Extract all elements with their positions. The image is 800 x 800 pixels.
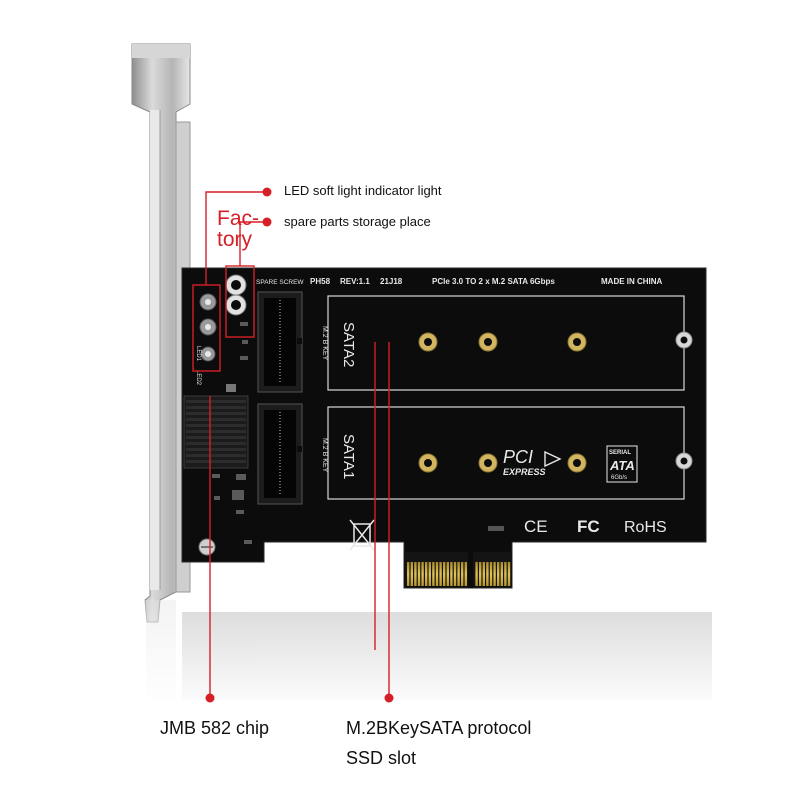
jmb582-heatsink: [183, 395, 249, 469]
reflection-fade: [130, 600, 730, 710]
serial-logo-text: SERIAL: [609, 450, 631, 456]
gold-contact-pin: [450, 562, 453, 586]
gold-contact-pin: [421, 562, 424, 586]
gold-contact-pin: [414, 562, 417, 586]
gold-contact-pin: [461, 562, 464, 586]
sata-speed-text: 6Gb/s: [611, 475, 627, 481]
m2-connector-sata1: [257, 403, 303, 505]
heatsink-fin: [186, 400, 246, 403]
spec-silk: PCIe 3.0 TO 2 x M.2 SATA 6Gbps: [432, 277, 555, 286]
factory-label-line1: Fac-: [217, 207, 259, 230]
slot-callout-label-line2: SSD slot: [346, 748, 417, 768]
spare-screw-silk: SPARE SCREW: [256, 279, 304, 286]
gold-contact-pin: [425, 562, 428, 586]
gold-contact-pin: [464, 562, 467, 586]
heatsink-fin: [186, 406, 246, 409]
heatsink-fin: [186, 442, 246, 445]
smd-components: [212, 322, 504, 544]
led-callout-dot: [262, 187, 272, 197]
heatsink-fin: [186, 430, 246, 433]
factory-label-line2: tory: [217, 228, 253, 251]
chip-callout-dot: [205, 693, 215, 703]
spare-callout-label: spare parts storage place: [284, 214, 431, 229]
gold-contact-pin: [417, 562, 421, 586]
heatsink-fin: [186, 436, 246, 439]
heatsink-fin: [186, 460, 246, 463]
ce-mark: CE: [524, 517, 548, 536]
heatsink-fin: [186, 412, 246, 415]
slot2-name-silk: SATA2: [340, 322, 357, 367]
made-in-silk: MADE IN CHINA: [601, 277, 663, 286]
gold-contact-pin: [482, 562, 485, 586]
slot-callout-label-line1: M.2BKeySATA protocol: [346, 718, 532, 738]
gold-contact-pin: [410, 562, 413, 586]
gold-contacts: [407, 562, 511, 586]
weee-bin-icon: [349, 519, 375, 551]
gold-contact-pin: [489, 562, 493, 586]
gold-contact-pin: [500, 562, 503, 586]
slot1-name-silk: SATA1: [340, 434, 357, 479]
rohs-mark: RoHS: [624, 519, 667, 536]
express-logo-text: EXPRESS: [503, 467, 546, 477]
gold-contact-pin: [457, 562, 460, 586]
led-indicators: [199, 293, 217, 362]
spare-callout-dot: [262, 217, 272, 227]
gold-contact-pin: [453, 562, 457, 586]
heatsink-fin: [186, 424, 246, 427]
led2-silk: LED2: [195, 370, 201, 386]
heatsink-fin: [186, 418, 246, 421]
edge-holes: [198, 331, 693, 556]
gold-contact-pin: [493, 562, 496, 586]
slot1-key-silk: M.2 B KEY: [321, 438, 328, 473]
pci-express-arrow-icon: [544, 450, 562, 468]
led-callout-label: LED soft light indicator light: [284, 183, 442, 198]
heatsink-fin: [186, 454, 246, 457]
gold-contact-pin: [428, 562, 431, 586]
gold-contact-pin: [443, 562, 446, 586]
callout-markers: [192, 191, 390, 698]
gold-contact-pin: [497, 562, 500, 586]
m2-connector-sata2: [257, 291, 303, 393]
gold-contact-pin: [432, 562, 435, 586]
callout-dots: [205, 187, 394, 703]
gold-contact-pin: [486, 562, 489, 586]
gold-contact-pin: [435, 562, 439, 586]
serial-ata-logo: [606, 445, 638, 483]
pcb-board: SPARE SCREW PH58 REV:1.1 21J18 PCIe 3.0 …: [181, 267, 707, 589]
gold-contact-pin: [504, 562, 507, 586]
pci-express-logo-text: PCI: [503, 447, 533, 467]
fc-mark: FC: [577, 517, 600, 536]
heatsink-fin: [186, 448, 246, 451]
gold-contact-pin: [446, 562, 449, 586]
gold-contact-pin: [439, 562, 442, 586]
led-leader-line: [205, 191, 267, 285]
gold-contact-pin: [507, 562, 511, 586]
date-code-silk: 21J18: [380, 277, 403, 286]
gold-contact-pin: [407, 562, 410, 586]
metal-bracket: [131, 43, 191, 623]
gold-contact-pin: [479, 562, 482, 586]
slot2-key-silk: M.2 B KEY: [321, 326, 328, 361]
model-silk: PH58: [310, 277, 331, 286]
ata-logo-text: ATA: [609, 458, 635, 473]
revision-silk: REV:1.1: [340, 277, 370, 286]
slot-callout-dot: [384, 693, 394, 703]
chip-callout-label: JMB 582 chip: [160, 718, 270, 738]
gold-contact-pin: [475, 562, 478, 586]
led1-silk: LED1: [195, 346, 201, 362]
spare-leader-line: [239, 221, 267, 266]
